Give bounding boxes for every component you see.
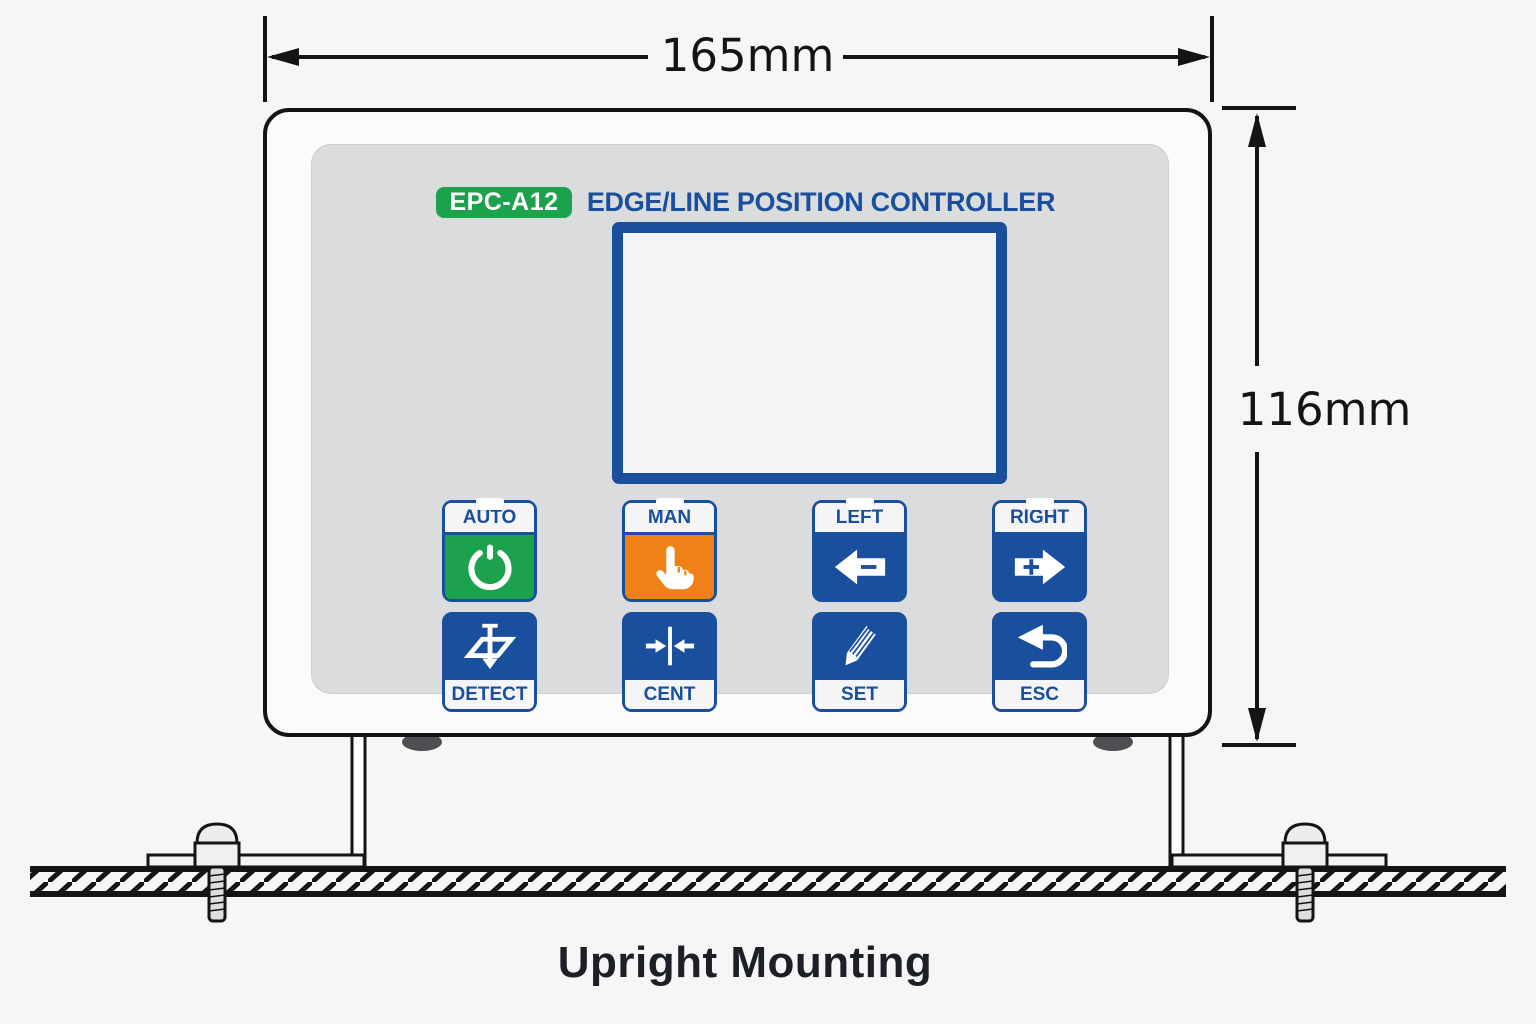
model-badge: EPC-A12 bbox=[436, 187, 572, 218]
button-tab bbox=[655, 498, 684, 510]
button-tab bbox=[845, 498, 874, 510]
return-arrow-icon bbox=[1017, 624, 1067, 668]
width-dimension-label: 165mm bbox=[660, 29, 835, 82]
auto-button[interactable]: AUTO bbox=[442, 498, 537, 602]
device-foot-screw bbox=[1093, 733, 1133, 751]
pencil-icon bbox=[845, 625, 879, 666]
escape-button[interactable]: ESC bbox=[992, 612, 1087, 712]
manual-button[interactable]: MAN bbox=[622, 498, 717, 602]
width-dimension bbox=[263, 16, 1214, 102]
center-button-label: CENT bbox=[625, 677, 714, 709]
left-button-label: LEFT bbox=[815, 503, 904, 535]
mounting-bolt-left bbox=[193, 822, 241, 923]
caption: Upright Mounting bbox=[557, 938, 933, 987]
left-button[interactable]: LEFT bbox=[812, 498, 907, 602]
height-dimension bbox=[1222, 106, 1296, 747]
web-detect-icon bbox=[463, 623, 516, 670]
foot-plate-right bbox=[1170, 853, 1388, 869]
mounting-leg-left bbox=[350, 731, 367, 870]
display-screen bbox=[612, 222, 1007, 484]
right-button[interactable]: RIGHT bbox=[992, 498, 1087, 602]
button-tab bbox=[475, 498, 504, 510]
device-title: EDGE/LINE POSITION CONTROLLER bbox=[586, 187, 1056, 217]
detect-button-label: DETECT bbox=[445, 677, 534, 709]
power-icon bbox=[467, 544, 512, 591]
foot-plate-left bbox=[146, 853, 366, 869]
center-button[interactable]: CENT bbox=[622, 612, 717, 712]
mounting-leg-right bbox=[1168, 731, 1185, 870]
arrow-right-plus-icon bbox=[1014, 549, 1065, 585]
set-button-label: SET bbox=[815, 677, 904, 709]
mounting-surface bbox=[30, 866, 1506, 897]
device-foot-screw bbox=[402, 733, 442, 751]
arrow-left-minus-icon bbox=[834, 549, 885, 585]
set-button[interactable]: SET bbox=[812, 612, 907, 712]
hand-point-icon bbox=[655, 546, 694, 590]
centering-icon bbox=[645, 626, 694, 666]
mounting-bolt-right bbox=[1281, 822, 1329, 923]
detect-button[interactable]: DETECT bbox=[442, 612, 537, 712]
button-tab bbox=[1025, 498, 1054, 510]
escape-button-label: ESC bbox=[995, 677, 1084, 709]
front-panel: EPC-A12 EDGE/LINE POSITION CONTROLLER AU… bbox=[311, 144, 1169, 712]
height-dimension-label: 116mm bbox=[1237, 383, 1412, 436]
auto-button-label: AUTO bbox=[445, 503, 534, 535]
controller-device: EPC-A12 EDGE/LINE POSITION CONTROLLER AU… bbox=[263, 108, 1212, 737]
